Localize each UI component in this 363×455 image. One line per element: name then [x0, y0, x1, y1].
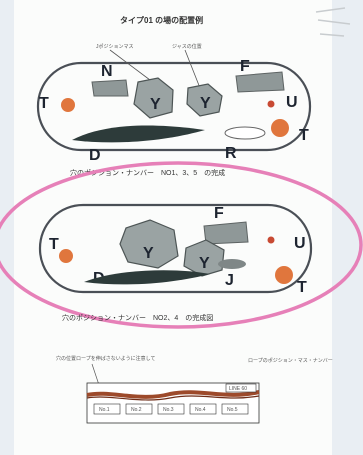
orange-ball [59, 249, 73, 263]
position-box [221, 403, 249, 415]
document-heading: タイプ01 の場の配置例 [120, 15, 203, 25]
position-box-label: No.2 [131, 407, 142, 413]
letter-f: F [214, 205, 224, 222]
scribble-marks [315, 7, 351, 37]
letter-n: N [101, 63, 113, 80]
dark-shape-d [84, 270, 210, 285]
orange-ball [271, 119, 289, 137]
diagram-caption: 穴のポジション・ナンバー NO2、4 の完成図 [62, 313, 213, 322]
block-n [91, 79, 129, 97]
letter-y1: Y [150, 96, 161, 113]
position-box [189, 403, 217, 415]
position-box-label: No.3 [163, 407, 174, 413]
position-box [125, 403, 153, 415]
highlight-ring [0, 161, 363, 329]
letter-y2: Y [199, 255, 210, 272]
block-f [203, 221, 249, 245]
rope-note-left: 穴の位置ロープを伸ばさないように注意して [56, 355, 155, 362]
court-diagram-2: F T U T D J Y Y 穴のポジション・ナンバー NO2、4 の完成図 [0, 161, 363, 329]
white-shape-r [224, 126, 266, 140]
position-box-label: No.5 [227, 407, 238, 413]
orange-dot [267, 236, 275, 244]
rock-y2 [186, 83, 223, 117]
letter-y2: Y [200, 95, 211, 112]
rope-diagram: 穴の位置ロープを伸ばさないように注意して ロープのポジション・マス・ナンバー L… [56, 355, 333, 424]
callout-text: Jポジションマス [96, 43, 134, 50]
block-f [235, 71, 285, 93]
callout-line [184, 49, 201, 89]
letter-f: F [240, 58, 250, 75]
letter-u: U [294, 235, 306, 252]
rope-line [86, 390, 260, 399]
letter-t-left: T [49, 236, 59, 253]
position-box [157, 403, 185, 415]
diagram-caption: 穴のポジション・ナンバー NO1、3、5 の完成 [70, 168, 225, 177]
rock-y2 [183, 239, 225, 277]
rock-y1 [119, 219, 179, 269]
letter-r: R [225, 145, 237, 162]
rope-shadow [86, 395, 260, 401]
callout-line [109, 49, 151, 81]
court-outline [36, 61, 312, 152]
rope-note-right: ロープのポジション・マス・ナンバー [248, 357, 333, 364]
position-box [93, 403, 121, 415]
orange-ball [275, 266, 293, 284]
court-outline [38, 203, 313, 294]
gray-shape-j [218, 259, 246, 269]
position-box-label: No.1 [99, 407, 110, 413]
rock-y1 [133, 77, 174, 119]
letter-t-left: T [39, 95, 49, 112]
callout-text: ジャスの位置 [172, 43, 202, 50]
court-diagram-1: Jポジションマス ジャスの位置 N F T U T D R Y Y 穴のポジショ… [36, 43, 312, 177]
orange-dot [267, 100, 275, 108]
orange-ball [61, 98, 75, 112]
letter-y1: Y [143, 245, 154, 262]
letter-t-right: T [299, 127, 309, 144]
letter-t-right: T [297, 279, 307, 296]
rope-tag-text: LINE 60 [229, 386, 247, 392]
rope-panel [86, 382, 260, 424]
letter-u: U [286, 94, 298, 111]
rope-tag [225, 383, 257, 393]
letter-j: J [225, 272, 234, 289]
dark-shape-d [72, 125, 205, 143]
position-box-label: No.4 [195, 407, 206, 413]
letter-d: D [89, 147, 101, 164]
